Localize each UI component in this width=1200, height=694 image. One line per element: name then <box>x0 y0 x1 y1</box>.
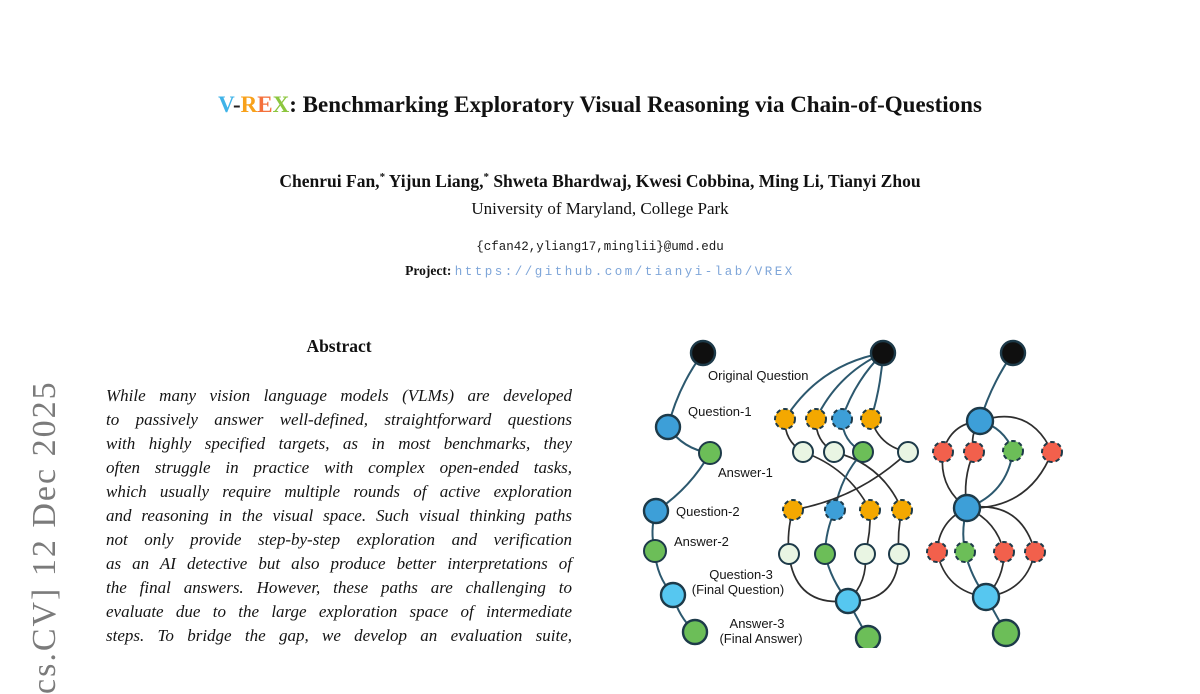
email-line: {cfan42,yliang17,minglii}@umd.edu <box>476 240 724 254</box>
figure-node-rq3 <box>1002 440 1024 462</box>
figure-node-ma2 <box>823 441 845 463</box>
figure-node-rr3 <box>993 541 1015 563</box>
figure-node-rq1 <box>932 441 954 463</box>
figure-node-rq4 <box>1041 441 1063 463</box>
figure-node-L2 <box>698 441 722 465</box>
figure-edge-M0-mq1 <box>784 352 884 420</box>
figure-node-rr1 <box>926 541 948 563</box>
author-name: Shweta Bhardwaj, Kwesi Cobbina, Ming Li,… <box>488 171 921 191</box>
figure-node-rr2 <box>954 541 976 563</box>
figure-node-L6 <box>681 618 709 646</box>
figure-node-R3 <box>971 582 1001 612</box>
figure-node-R1 <box>965 406 995 436</box>
title-brand-letter: X <box>272 92 290 117</box>
figure-edge-ma4-nq1 <box>792 451 909 511</box>
figure-node-L5 <box>659 581 687 609</box>
figure-label: Answer-3 <box>730 616 785 631</box>
authors-line: Chenrui Fan,* Yijun Liang,* Shweta Bhard… <box>0 171 1200 192</box>
abstract-line: to passively answer well-defined, straig… <box>106 410 572 429</box>
figure-node-ma1 <box>792 441 814 463</box>
title-brand: V-REX <box>218 92 289 117</box>
abstract-line: steps. To bridge the gap, we develop an … <box>106 626 572 645</box>
figure-label: Answer-1 <box>718 465 773 480</box>
figure-label: Question-2 <box>676 504 740 519</box>
figure-node-R4 <box>991 618 1021 648</box>
affiliation: University of Maryland, College Park <box>471 199 729 218</box>
figure-node-L4 <box>643 539 667 563</box>
figure-node-L3 <box>642 497 670 525</box>
title-brand-letter: E <box>257 92 273 117</box>
title-brand-letter: V <box>218 92 233 117</box>
figure-node-nq2 <box>824 499 846 521</box>
figure-node-M5 <box>834 587 862 615</box>
paper-title: V-REX: Benchmarking Exploratory Visual R… <box>0 92 1200 118</box>
abstract-body: While many vision language models (VLMs)… <box>106 384 572 648</box>
abstract-line: with highly specified targets, as in mos… <box>106 434 572 453</box>
figure-node-L1 <box>654 413 682 441</box>
figure-node-nq1 <box>782 499 804 521</box>
figure-node-mq4 <box>860 408 882 430</box>
project-url-link[interactable]: https://github.com/tianyi-lab/VREX <box>454 265 795 279</box>
figure-node-na3 <box>854 543 876 565</box>
abstract-section: Abstract While many vision language mode… <box>106 336 572 648</box>
title-brand-letter: R <box>240 92 258 117</box>
figure-label: (Final Answer) <box>719 631 802 646</box>
figure-node-na2 <box>814 543 836 565</box>
arxiv-sidebar-stamp: cs.CV] 12 Dec 2025 <box>26 380 63 694</box>
figure-node-ma4 <box>897 441 919 463</box>
abstract-line: not only provide step-by-step exploratio… <box>106 530 572 549</box>
author-footnote-mark: * <box>379 171 386 184</box>
figure-label: Question-3 <box>709 567 773 582</box>
figure-node-R2 <box>952 493 982 523</box>
figure-node-rq2 <box>963 441 985 463</box>
figure-node-R0 <box>999 339 1027 367</box>
abstract-heading: Abstract <box>306 336 372 356</box>
abstract-line: often struggle in practice with complex … <box>106 458 572 477</box>
abstract-line: the final answers. However, these paths … <box>106 578 572 597</box>
figure-node-mq1 <box>774 408 796 430</box>
author-name: Chenrui Fan, <box>279 171 380 191</box>
project-line: Project: https://github.com/tianyi-lab/V… <box>0 263 1200 279</box>
abstract-line: as an AI detective but also produce bett… <box>106 554 572 573</box>
figure-node-M0 <box>869 339 897 367</box>
figure-label: Question-1 <box>688 404 752 419</box>
project-label: Project: <box>405 263 452 278</box>
figure-node-M6 <box>854 624 882 652</box>
figure-label: Original Question <box>708 368 808 383</box>
figure-node-rr4 <box>1024 541 1046 563</box>
title-brand-letter: - <box>233 92 241 117</box>
abstract-line: which usually require multiple rounds of… <box>106 482 572 501</box>
abstract-line: evaluate due to the large exploration sp… <box>106 602 572 621</box>
chain-of-questions-diagram: Original QuestionQuestion-1Answer-1Quest… <box>642 339 1063 652</box>
figure-node-nq4 <box>891 499 913 521</box>
figure-node-mq3 <box>831 408 853 430</box>
figure-label: (Final Question) <box>692 582 784 597</box>
author-footnote-mark: * <box>483 171 489 184</box>
paper-page: { "arxiv_stamp": { "text": "cs.CV] 12 De… <box>0 92 1200 694</box>
author-name: Yijun Liang, <box>385 171 484 191</box>
figure-node-na4 <box>888 543 910 565</box>
figure-node-nq3 <box>859 499 881 521</box>
abstract-line: While many vision language models (VLMs)… <box>106 386 572 405</box>
figure-node-ma3 <box>852 441 874 463</box>
abstract-line: and reasoning in the visual space. Such … <box>106 506 572 525</box>
figure-node-mq2 <box>805 408 827 430</box>
figure-node-L0 <box>689 339 717 367</box>
figure-label: Answer-2 <box>674 534 729 549</box>
figure-node-na1 <box>778 543 800 565</box>
title-rest: : Benchmarking Exploratory Visual Reason… <box>289 92 982 117</box>
